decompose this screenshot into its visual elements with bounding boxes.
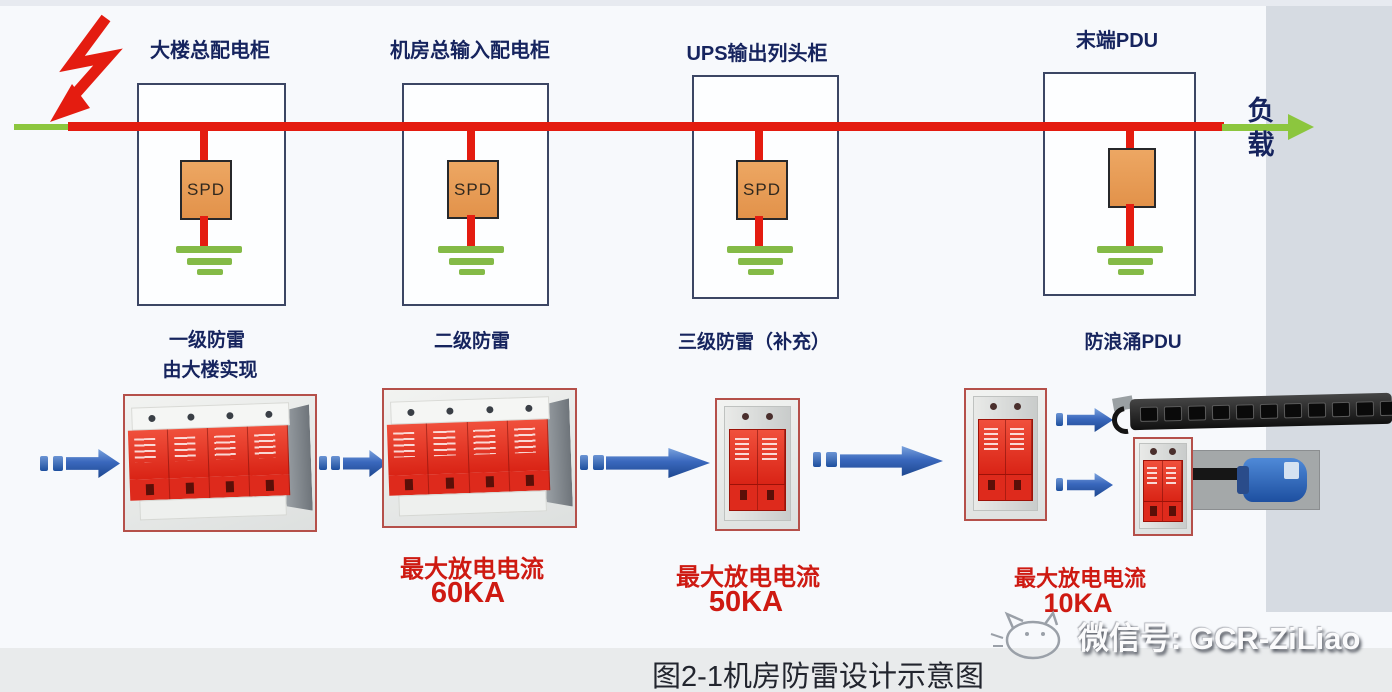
background-panel [1266, 6, 1392, 612]
flow-arrow-icon [343, 450, 387, 477]
rating-value-2: 60KA [430, 577, 506, 609]
spd-device-illustration [127, 402, 287, 521]
spd-device-illustration [1139, 443, 1187, 529]
spd-4pole-photo-1 [123, 394, 317, 532]
flow-arrow-dash [580, 455, 588, 470]
flow-arrow-dash [319, 456, 327, 470]
load-label: 负载 [1247, 96, 1275, 160]
conductor-line [467, 215, 475, 249]
level-label-1: 一级防雷 [168, 330, 246, 351]
load-arrow-icon [1222, 124, 1290, 131]
flow-arrow-dash [331, 456, 340, 470]
load-arrow-head [1288, 114, 1314, 140]
cabinet-label-1: 大楼总配电柜 [150, 40, 270, 62]
cabinet-label-2: 机房总输入配电柜 [390, 40, 550, 62]
spd-device-illustration [973, 396, 1038, 511]
cat-sketch-icon [990, 610, 1061, 660]
spd-din-photo [1133, 437, 1193, 536]
bus-green-segment [14, 124, 70, 130]
flow-arrow-dash [40, 456, 48, 471]
lightning-icon [50, 14, 123, 122]
spd-box-unlabeled [1108, 148, 1156, 208]
flow-arrow-dash [813, 452, 821, 467]
flow-arrow-dash [1056, 413, 1063, 426]
flow-arrow-icon [1067, 408, 1113, 432]
flow-arrow-icon [1067, 473, 1113, 497]
conductor-line [1126, 204, 1134, 250]
flow-arrow-dash [1056, 478, 1063, 491]
conductor-line [200, 216, 208, 250]
flow-arrow-dash [593, 455, 604, 470]
spd-2pole-photo [715, 398, 800, 531]
level-label-4: 防浪涌PDU [1084, 332, 1182, 353]
spd-box: SPD [736, 160, 788, 220]
bus-red-line [68, 122, 1224, 131]
rating-value-4: 10KA [1043, 588, 1113, 618]
spd-device-illustration [386, 396, 547, 517]
spd-device-illustration [724, 406, 791, 521]
level-label-2: 二级防雷 [433, 331, 511, 352]
spd-2pole-photo [964, 388, 1047, 521]
flow-arrow-dash [826, 452, 837, 467]
blue-connector [1237, 458, 1307, 502]
plug-cable [1191, 468, 1251, 480]
rating-title-2: 最大放电电流 [400, 556, 544, 583]
rating-title-3: 最大放电电流 [676, 564, 820, 591]
rating-value-3: 50KA [708, 586, 784, 618]
figure-caption: 图2-1机房防雷设计示意图 [652, 661, 984, 692]
flow-arrow-icon [606, 448, 710, 478]
conductor-line [200, 128, 208, 162]
flow-arrow-icon [840, 446, 943, 476]
rating-title-4: 最大放电电流 [1013, 566, 1147, 591]
spd-box: SPD [447, 160, 499, 219]
watermark-text: 微信号: GCR-ZiLiao [1078, 621, 1361, 656]
conductor-line [755, 128, 763, 162]
level-label-3: 三级防雷（补充） [677, 332, 831, 353]
cabinet-label-4: 末端PDU [1075, 30, 1159, 52]
spd-4pole-photo-2 [382, 388, 577, 528]
conductor-line [755, 216, 763, 250]
power-plug-photo [1190, 450, 1320, 510]
top-edge-strip [0, 0, 1392, 6]
conductor-line [1126, 128, 1134, 150]
caption-bar [0, 648, 1392, 692]
flow-arrow-dash [53, 456, 63, 471]
cabinet-label-3: UPS输出列头柜 [686, 43, 828, 65]
spd-box: SPD [180, 160, 232, 220]
level-note-1: 由大楼实现 [162, 360, 258, 381]
flow-arrow-icon [66, 449, 120, 478]
pdu-strip-photo [1129, 392, 1392, 431]
conductor-line [467, 128, 475, 162]
